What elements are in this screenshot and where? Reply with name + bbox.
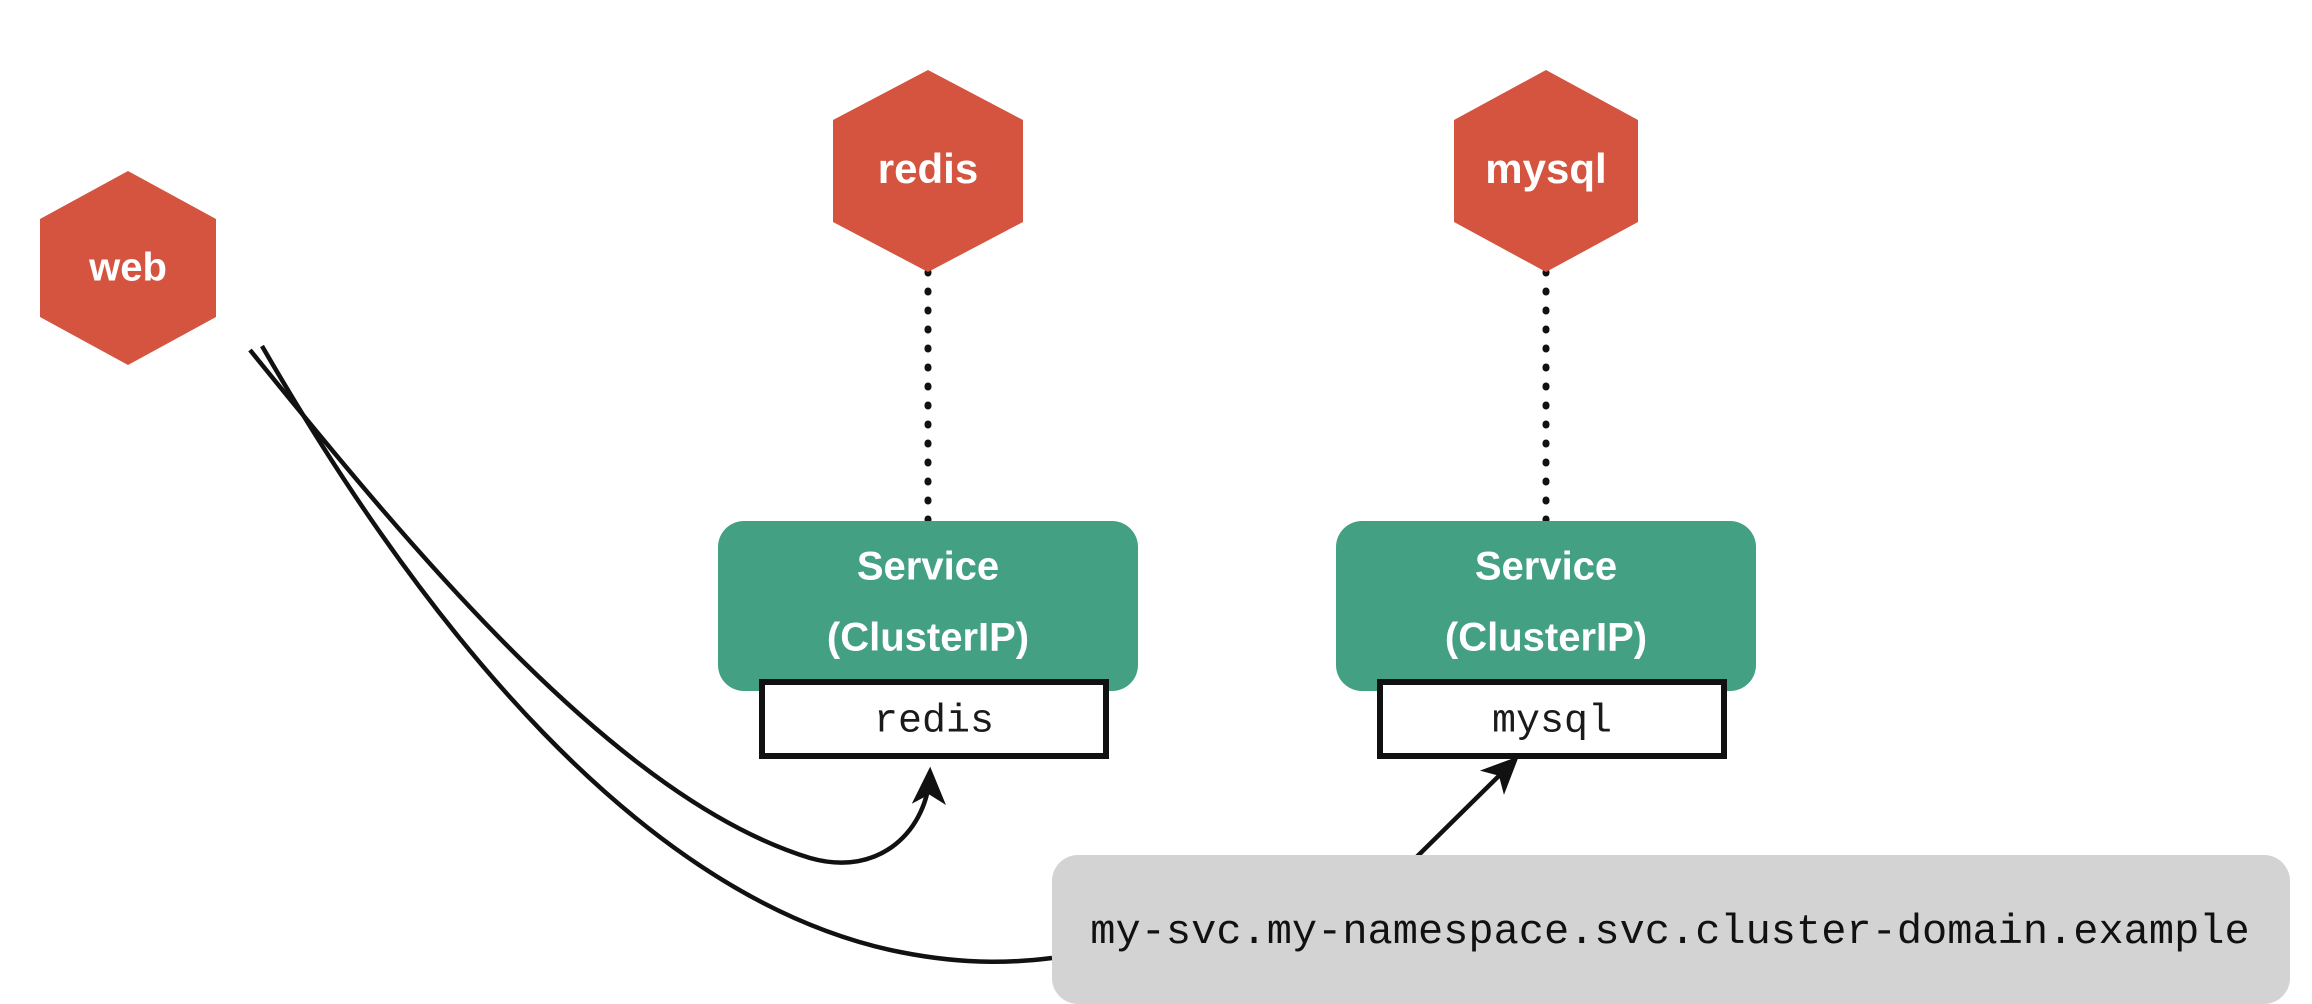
redis-pod-hexagon[interactable]	[833, 70, 1023, 272]
redis-service-subtitle: (ClusterIP)	[827, 616, 1029, 660]
mysql-service-name-box[interactable]	[1377, 679, 1727, 759]
mysql-pod-label: mysql	[1485, 145, 1606, 192]
mysql-service-box[interactable]	[1336, 521, 1756, 691]
redis-pod-label: redis	[878, 145, 978, 192]
mysql-service-subtitle: (ClusterIP)	[1445, 616, 1647, 660]
mysql-pod-node[interactable]: mysql	[1454, 70, 1638, 272]
redis-pod-node[interactable]: redis	[833, 70, 1023, 272]
redis-service-box[interactable]	[718, 521, 1138, 691]
mysql-service-title: Service	[1475, 545, 1617, 589]
web-pod-hexagon[interactable]	[40, 171, 216, 365]
dns-label-rect	[1052, 855, 2290, 1004]
mysql-service-name-text: mysql	[1492, 700, 1612, 745]
connector-web-to-dns-label	[260, 344, 1053, 965]
dns-label-text: my-svc.my-namespace.svc.cluster-domain.e…	[1090, 908, 2249, 956]
connector-web-to-redis-service	[248, 348, 946, 865]
dns-label-box: my-svc.my-namespace.svc.cluster-domain.e…	[1052, 855, 2290, 1004]
redis-service-name-box[interactable]	[759, 679, 1109, 759]
redis-service-node[interactable]: Service (ClusterIP) redis	[718, 521, 1138, 759]
redis-service-title: Service	[857, 545, 999, 589]
mysql-pod-hexagon[interactable]	[1454, 70, 1638, 272]
mysql-service-node[interactable]: Service (ClusterIP) mysql	[1336, 521, 1756, 759]
web-pod-label: web	[88, 246, 167, 290]
web-pod-node[interactable]: web	[40, 171, 216, 365]
redis-service-name-text: redis	[874, 700, 994, 745]
